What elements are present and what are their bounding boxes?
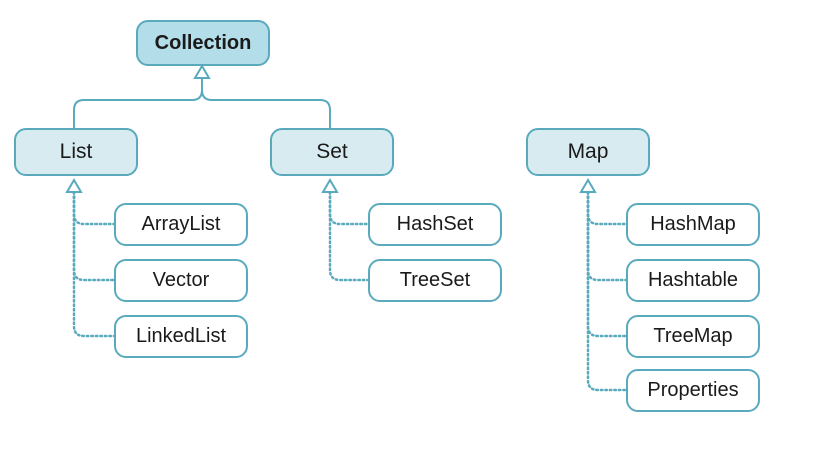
node-collection: Collection: [136, 20, 270, 66]
inheritance-arrow-collection: [193, 64, 211, 79]
implements-line-vector: [72, 190, 116, 282]
implements-line-treeset: [328, 190, 370, 282]
implements-line-hashmap: [586, 190, 628, 226]
inheritance-arrow-map: [579, 178, 597, 193]
implements-line-properties: [586, 190, 628, 392]
implements-line-hashset: [328, 190, 370, 226]
implements-line-hashtable: [586, 190, 628, 282]
node-treeset: TreeSet: [368, 259, 502, 302]
node-properties: Properties: [626, 369, 760, 412]
implements-line-arraylist: [72, 190, 116, 226]
node-hashset: HashSet: [368, 203, 502, 246]
node-vector: Vector: [114, 259, 248, 302]
extends-line-set: [201, 78, 331, 128]
implements-line-treemap: [586, 190, 628, 338]
node-set: Set: [270, 128, 394, 176]
node-map: Map: [526, 128, 650, 176]
node-arraylist: ArrayList: [114, 203, 248, 246]
extends-line-list: [73, 78, 203, 128]
inheritance-arrow-set: [321, 178, 339, 193]
node-list: List: [14, 128, 138, 176]
implements-line-linkedlist: [72, 190, 116, 338]
node-hashmap: HashMap: [626, 203, 760, 246]
node-hashtable: Hashtable: [626, 259, 760, 302]
inheritance-arrow-list: [65, 178, 83, 193]
node-linkedlist: LinkedList: [114, 315, 248, 358]
node-treemap: TreeMap: [626, 315, 760, 358]
